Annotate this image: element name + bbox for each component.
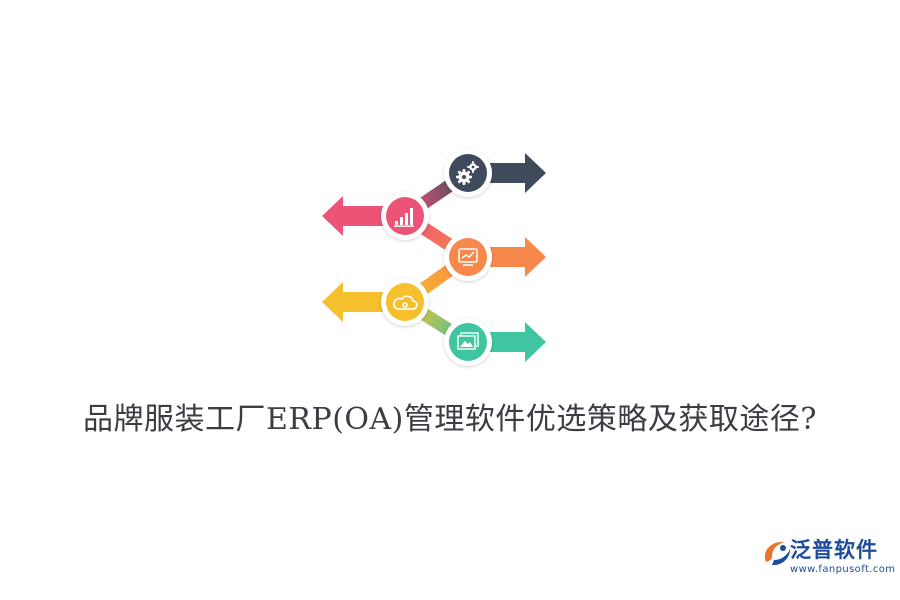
bar-chart-icon — [394, 208, 414, 227]
cloud-icon — [393, 295, 418, 310]
step-2-chart — [322, 192, 429, 240]
step-4-cloud — [322, 278, 429, 326]
logo-url: www.fanpusoft.com — [790, 564, 896, 575]
step-3-presentation — [444, 233, 546, 281]
step-1-gears — [444, 149, 546, 197]
page-title: 品牌服装工厂ERP(OA)管理软件优选策略及获取途径? — [83, 402, 817, 437]
gears-icon — [456, 161, 479, 185]
brand-logo[interactable]: 泛普软件 www.fanpusoft.com — [760, 534, 895, 586]
fanpu-logo-icon — [764, 541, 790, 566]
logo-name: 泛普软件 — [790, 538, 878, 562]
image-gallery-icon — [457, 332, 479, 350]
arrow-infographic — [322, 149, 546, 366]
step-5-gallery — [444, 318, 546, 366]
presentation-icon — [458, 248, 478, 266]
